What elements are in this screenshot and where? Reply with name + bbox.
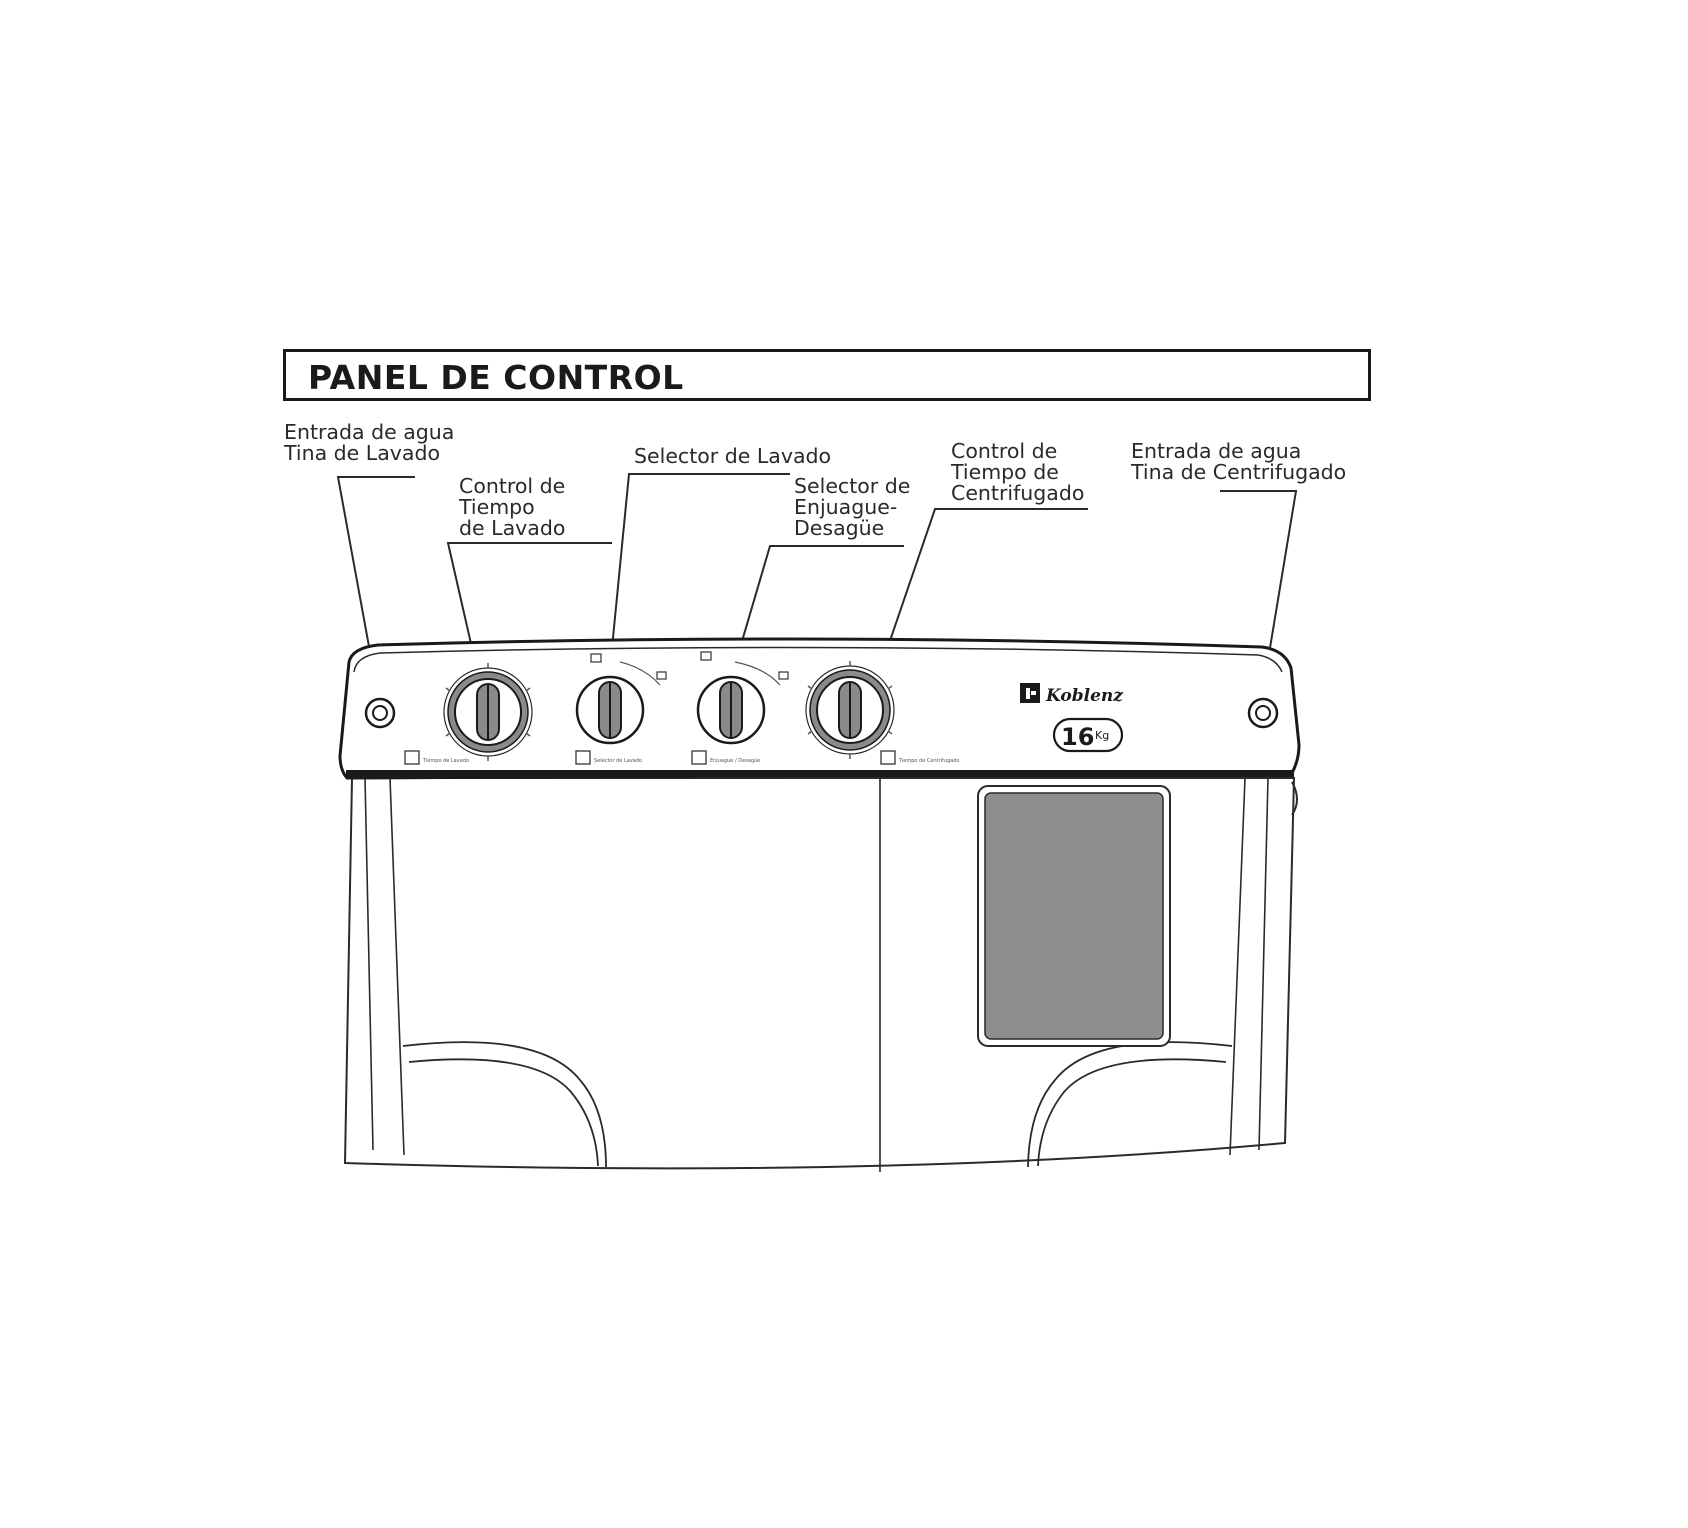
callout-line: Desagüe xyxy=(794,516,885,540)
callout-line: Enjuague- xyxy=(794,495,898,519)
callout-rinse-drain-selector: Selector de Enjuague- Desagüe xyxy=(794,476,910,539)
callout-line: Control de xyxy=(459,474,566,498)
callout-line: Control de xyxy=(951,439,1058,463)
leader-line-wash-timer xyxy=(446,542,612,649)
right-foot-recess xyxy=(1037,1058,1227,1167)
callout-line: Selector de Lavado xyxy=(634,444,832,468)
brand-name: Koblenz xyxy=(1045,686,1123,706)
dial-label: Selector de Lavado xyxy=(594,758,642,764)
callout-line: Tina de Lavado xyxy=(284,441,441,465)
callout-line: Tiempo de xyxy=(951,460,1059,484)
callout-line: Tina de Centrifugado xyxy=(1131,460,1347,484)
rinse-drain-selector-dial[interactable] xyxy=(696,651,789,745)
leader-line-rinse-drain xyxy=(739,545,904,649)
dial-label: Enjuague / Desagüe xyxy=(710,758,760,764)
callout-wash-selector: Selector de Lavado xyxy=(634,446,831,467)
water-inlet-spin-icon xyxy=(1247,697,1279,729)
capacity-unit: Kg xyxy=(1095,729,1109,742)
leader-line-wash-selector xyxy=(611,473,790,649)
leader-lines xyxy=(336,473,1298,671)
leader-line-inlet-spin xyxy=(1220,490,1298,661)
dial-label-icons xyxy=(404,750,896,765)
left-foot-recess xyxy=(402,1041,607,1168)
water-inlet-wash-icon xyxy=(364,697,396,729)
callout-spin-timer: Control de Tiempo de Centrifugado xyxy=(951,441,1084,504)
spin-timer-dial[interactable] xyxy=(805,661,895,759)
callout-wash-timer: Control de Tiempo de Lavado xyxy=(459,476,565,539)
callout-line: de Lavado xyxy=(459,516,566,540)
wash-timer-label-icon xyxy=(404,750,420,765)
callout-inlet-spin: Entrada de agua Tina de Centrifugado xyxy=(1131,441,1346,483)
title-box: PANEL DE CONTROL xyxy=(283,349,1371,401)
leader-line-inlet-wash xyxy=(336,476,415,653)
callout-line: Tiempo xyxy=(459,495,535,519)
spin-timer-label-icon xyxy=(880,750,896,765)
rinse-drain-label-icon xyxy=(691,750,707,765)
dial-label: Tiempo de Lavado xyxy=(422,758,469,764)
wash-timer-dial[interactable] xyxy=(443,663,533,761)
callout-line: Selector de xyxy=(794,474,911,498)
callout-line: Entrada de agua xyxy=(284,420,455,444)
dial-label: Tiempo de Centrifugado xyxy=(898,758,959,764)
leader-line-spin-timer xyxy=(879,508,1088,671)
callout-line: Centrifugado xyxy=(951,481,1085,505)
callout-inlet-wash: Entrada de agua Tina de Lavado xyxy=(284,422,454,464)
wash-selector-dial[interactable] xyxy=(575,653,667,745)
wash-selector-label-icon xyxy=(575,750,591,765)
spin-tub-window xyxy=(977,785,1171,1047)
page-title: PANEL DE CONTROL xyxy=(308,358,684,397)
callout-line: Entrada de agua xyxy=(1131,439,1302,463)
capacity-number: 16 xyxy=(1061,723,1094,751)
brand-logo: Koblenz xyxy=(1020,683,1123,706)
capacity-badge: 16 Kg xyxy=(1052,717,1124,753)
left-foot-recess xyxy=(408,1058,599,1167)
